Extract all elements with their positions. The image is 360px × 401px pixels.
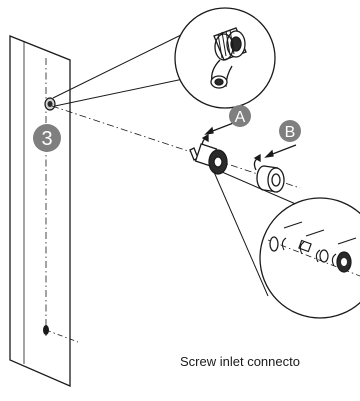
label-a-badge: A <box>229 105 251 127</box>
threaded-fitting-icon <box>210 27 247 89</box>
wall-lower-hole <box>43 325 79 343</box>
step-badge: 3 <box>33 124 61 152</box>
rotation-arrow-b <box>253 144 297 171</box>
detail-leader-top <box>52 33 189 107</box>
detail-circle-bottom <box>259 197 360 319</box>
caption-text: Screw inlet connecto <box>180 354 300 369</box>
detail-circle-top <box>174 7 276 109</box>
connector-part-a <box>189 143 228 175</box>
wall-inlet-fitting <box>44 97 56 111</box>
wall-panel <box>9 35 71 387</box>
detail-leader-bottom <box>213 171 299 297</box>
step-number: 3 <box>41 128 52 150</box>
nut-part-b <box>256 165 285 193</box>
label-b-badge: B <box>279 120 301 142</box>
label-b: B <box>285 124 296 141</box>
label-a: A <box>235 109 246 126</box>
